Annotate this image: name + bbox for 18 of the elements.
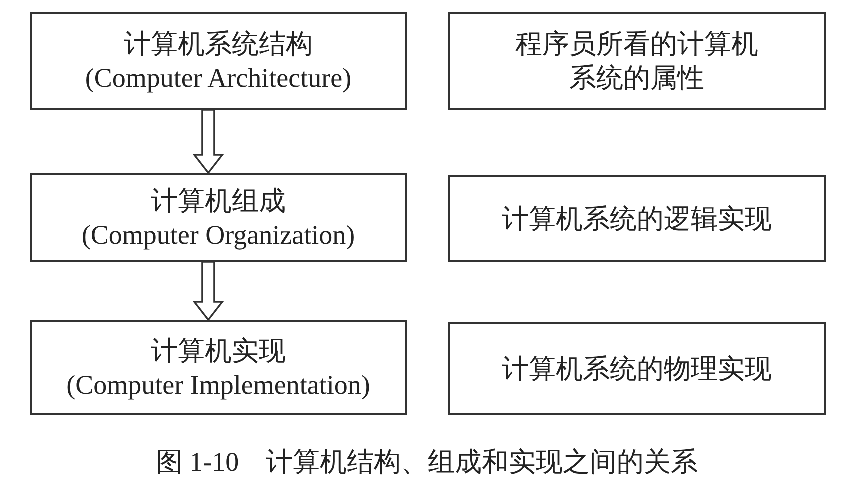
box-title: 计算机组成 [151,184,286,218]
figure-caption: 图 1-10 计算机结构、组成和实现之间的关系 [154,446,700,479]
process-box [448,175,826,262]
box-subtitle: (Computer Implementation) [66,368,370,402]
process-box [448,322,826,415]
process-box [448,12,826,110]
box-title: 计算机系统结构 [124,28,313,61]
box-title: 计算机实现 [151,334,286,368]
box-subtitle: (Computer Organization) [82,218,356,252]
process-box [30,320,407,415]
box-subtitle: (Computer Architecture) [85,62,352,95]
box-title: 程序员所看的计算机系统的属性 [514,28,760,95]
process-box [30,173,407,262]
box-title: 计算机系统的物理实现 [502,352,772,386]
box-title: 计算机系统的逻辑实现 [502,202,772,236]
hollow-arrow [192,109,224,174]
hollow-arrow [192,261,224,322]
process-box [30,12,407,110]
